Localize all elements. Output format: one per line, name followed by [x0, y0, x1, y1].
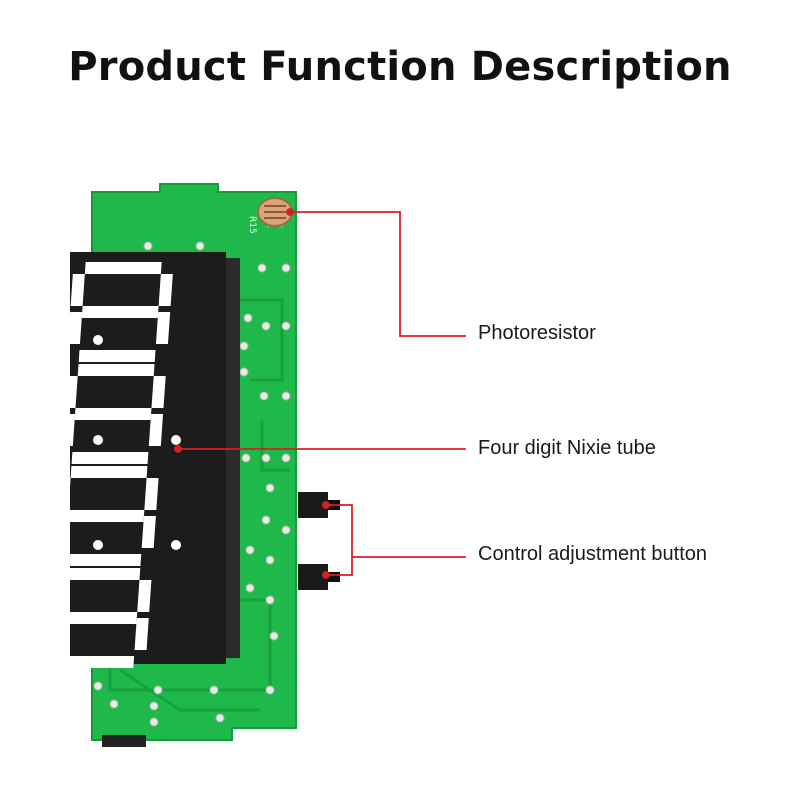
digits-group — [46, 262, 181, 668]
segment-dot — [93, 335, 103, 345]
digit-1 — [67, 262, 173, 362]
pcb-connector — [102, 735, 146, 747]
adjust-button-bottom — [298, 564, 340, 590]
callout-nixie-tube: Four digit Nixie tube — [478, 437, 656, 459]
segment-dot — [93, 435, 103, 445]
segment-dot — [171, 435, 181, 445]
callout-photoresistor: Photoresistor — [478, 322, 596, 344]
leader-lines — [174, 208, 466, 579]
leader-line-photoresistor — [290, 211, 466, 337]
digit-3 — [53, 466, 159, 566]
pcb-marking: R15 — [247, 216, 257, 234]
segment-dot — [171, 540, 181, 550]
segment-dot — [93, 540, 103, 550]
leader-line-buttons — [326, 504, 353, 576]
solder-pads — [93, 241, 291, 727]
digit-4 — [46, 568, 152, 668]
nixie-display-edge — [226, 258, 240, 658]
digit-2 — [60, 364, 166, 464]
callout-control-button: Control adjustment button — [478, 543, 708, 565]
pcb-trace — [119, 668, 260, 712]
page-title: Product Function Description — [68, 44, 732, 90]
